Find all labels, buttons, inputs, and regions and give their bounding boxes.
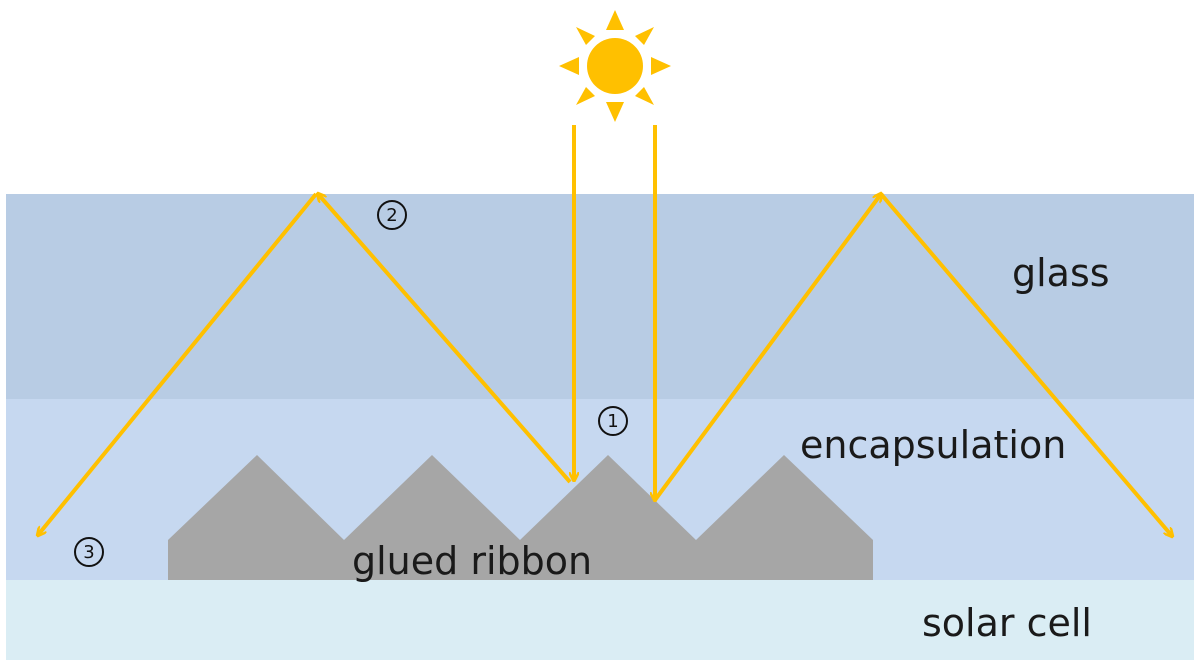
marker-3: 3	[74, 537, 104, 567]
light-ray-reflect-right-up	[653, 194, 881, 502]
glued-ribbon	[168, 455, 873, 580]
glass-layer	[6, 194, 1194, 399]
glass-label: glass	[1012, 251, 1110, 295]
marker-2: 2	[377, 200, 407, 230]
light-ray-reflect-right-down	[879, 192, 1172, 536]
light-ray-reflect-left-down	[38, 192, 318, 535]
solar-cell-label: solar cell	[922, 601, 1092, 645]
encapsulation-label: encapsulation	[800, 423, 1067, 467]
marker-1: 1	[598, 406, 628, 436]
glued-ribbon-label: glued ribbon	[352, 539, 593, 583]
sun-icon	[559, 10, 671, 122]
solar-cell-layer	[6, 580, 1194, 660]
light-ray-reflect-left-up	[318, 194, 572, 484]
